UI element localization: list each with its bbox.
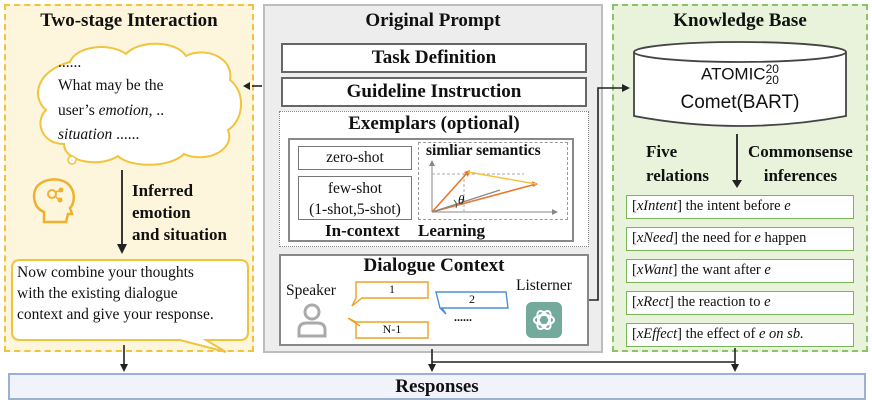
similar-semantics-label: simliar semantics: [426, 142, 541, 159]
five-relations-label: Five relations: [646, 140, 709, 188]
relation-tag: xWant: [636, 262, 673, 278]
few-shot-label: few-shot: [327, 180, 383, 197]
commonsense-line-2: inferences: [763, 166, 838, 185]
zero-shot-box: zero-shot: [298, 146, 412, 170]
relation-xeffect: [xEffect] the effect of e on sb.: [626, 323, 854, 347]
five-relations-line-2: relations: [646, 166, 709, 185]
relation-tag: xEffect: [636, 326, 678, 342]
learning-label: Learning: [418, 221, 486, 240]
relation-xneed: [xNeed] the need for e happen: [626, 227, 854, 251]
inferred-arrow: [117, 170, 127, 254]
relation-tag: xRect: [636, 294, 670, 310]
combine-line-3: context and give your response.: [17, 306, 214, 323]
thought-emotion: emotion: [98, 102, 149, 119]
speaker-label: Speaker: [286, 282, 336, 299]
thought-cloud: [37, 42, 243, 166]
dialogue-context-title: Dialogue Context: [363, 255, 505, 276]
relation-tag: xIntent: [636, 198, 678, 214]
head-thinking-icon: [32, 178, 75, 224]
theta-label: θ: [458, 192, 465, 207]
combine-line-1: Now combine your thoughts: [17, 264, 194, 281]
listener-label: Listerner: [516, 277, 572, 294]
relation-text: the reaction to: [673, 294, 765, 310]
similar-semantics-box: [418, 142, 568, 220]
few-shot-detail: (1-shot,5-shot): [309, 201, 401, 218]
responses-box: Responses: [8, 373, 866, 400]
exemplars-title: Exemplars (optional): [348, 113, 520, 134]
chatgpt-logo-icon: [526, 302, 562, 338]
thought-line-3-post: , ..: [148, 102, 165, 119]
relation-var: e on sb.: [758, 326, 804, 342]
relation-xrect: [xRect] the reaction to e: [626, 291, 854, 315]
inferred-line-3: and situation: [132, 225, 227, 244]
combine-speech-bubble: [11, 259, 249, 353]
in-context-label: In-context: [325, 221, 400, 240]
relation-text: the need for: [677, 230, 755, 246]
bubble-dots: ......: [454, 310, 472, 324]
bubble-2-label: 2: [469, 292, 475, 306]
five-relations-line-1: Five: [646, 142, 678, 161]
thought-line-4: situation ......: [58, 124, 139, 145]
relation-text: the want after: [677, 262, 765, 278]
vector-plot: [429, 160, 558, 215]
combine-text: Now combine your thoughts with the exist…: [17, 262, 214, 325]
thought-line-3-pre: user’s: [58, 102, 99, 119]
thought-line-4-post: ......: [112, 126, 140, 143]
bubble-n1-label: N-1: [382, 322, 402, 336]
combine-line-2: with the existing dialogue: [17, 285, 178, 302]
commonsense-line-1: Commonsense: [748, 142, 853, 161]
chat-bubbles: [347, 281, 509, 339]
relation-xwant: [xWant] the want after e: [626, 259, 854, 283]
guideline-instruction-box: Guideline Instruction: [281, 77, 587, 107]
thought-line-1: ......: [58, 54, 82, 71]
relation-var: e: [754, 230, 761, 246]
relation-tail: happen: [760, 230, 807, 246]
atomic-base: ATOMIC: [701, 64, 766, 84]
thought-situation: situation: [58, 126, 113, 143]
atomic-sub: 20: [765, 73, 779, 87]
relation-xintent: [xIntent] the intent before e: [626, 195, 854, 219]
relation-var: e: [784, 198, 791, 214]
task-definition-box: Task Definition: [281, 43, 587, 73]
knowledge-down-arrow: [732, 134, 742, 188]
knowledge-base-title: Knowledge Base: [673, 10, 807, 31]
inferred-line-1: Inferred: [132, 181, 194, 200]
inferred-label: Inferred emotion and situation: [132, 180, 227, 246]
database-cylinder-icon: [633, 41, 847, 127]
comet-label: Comet(BART): [680, 92, 800, 113]
atomic-sup: 20: [765, 62, 779, 76]
bubble-1-label: 1: [389, 282, 395, 296]
original-prompt-title: Original Prompt: [365, 10, 501, 31]
thought-line-2: What may be the: [58, 77, 164, 94]
user-icon: [297, 303, 327, 338]
relation-var: e: [764, 262, 771, 278]
relation-var: e: [764, 294, 771, 310]
relation-text: the intent before: [681, 198, 785, 214]
few-shot-box: few-shot (1-shot,5-shot): [298, 176, 412, 220]
thought-line-3: user’s emotion, ..: [58, 100, 164, 121]
relation-text: the effect of: [681, 326, 759, 342]
relation-tag: xNeed: [636, 230, 674, 246]
two-stage-interaction-title: Two-stage Interaction: [40, 10, 218, 31]
inferred-line-2: emotion: [132, 203, 191, 222]
commonsense-label: Commonsense inferences: [748, 140, 853, 188]
